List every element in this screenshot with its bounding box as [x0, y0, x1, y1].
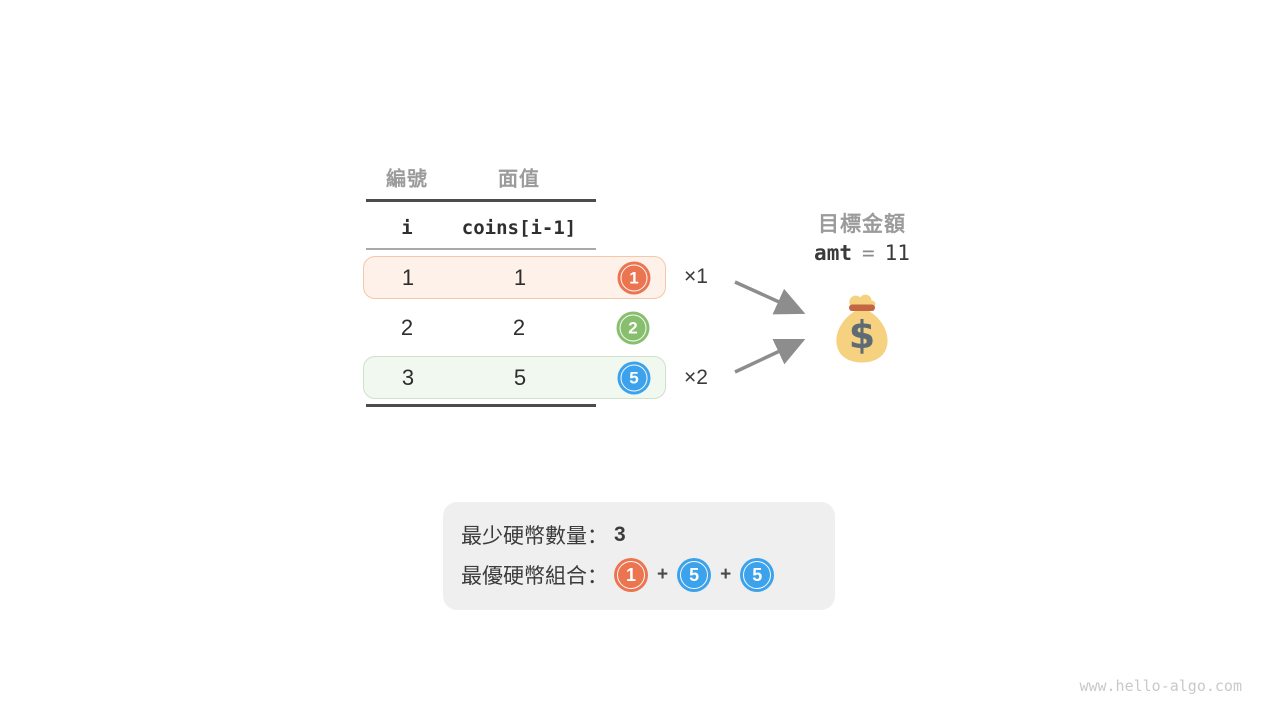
min-coin-count-label: 最少硬幣數量： — [461, 525, 608, 548]
header-coins-label: coins[i-1] — [461, 216, 577, 239]
arrow-icon — [734, 280, 806, 374]
combo-coin-1-icon: 1 — [614, 558, 648, 592]
plus-sign: + — [657, 564, 669, 585]
coin-5-icon: 5 — [617, 361, 651, 394]
header-value-label: 面值 — [498, 168, 540, 190]
table-mid-rule — [366, 248, 596, 250]
table-header-chinese: 編號 面值 — [363, 155, 666, 198]
row1-value: 1 — [513, 264, 527, 290]
header-number-label: 編號 — [386, 168, 428, 190]
table-bottom-rule — [366, 404, 596, 407]
best-combo-label: 最優硬幣組合： — [461, 565, 608, 588]
row3-value: 5 — [513, 364, 527, 390]
row3-index: 3 — [401, 364, 415, 390]
target-amount-label: 目標金額 — [818, 213, 906, 236]
min-coin-count-value: 3 — [614, 523, 626, 546]
combo-coin-5b-icon: 5 — [740, 558, 775, 592]
svg-text:$: $ — [849, 313, 875, 357]
row2-value: 2 — [512, 314, 526, 340]
site-watermark: www.hello-algo.com — [1079, 677, 1242, 695]
plus-sign: + — [720, 564, 732, 585]
min-coin-count-line: 最少硬幣數量： 3 — [461, 515, 835, 555]
table-row-coin1: 1 1 1 — [363, 256, 666, 299]
equals-sign: = — [861, 241, 875, 265]
row2-index: 2 — [400, 314, 414, 340]
table-row-coin5: 3 5 5 — [363, 356, 666, 399]
amt-variable: amt — [814, 241, 852, 265]
coin-1-icon: 1 — [617, 261, 651, 294]
target-amount-equation: amt = 11 — [776, 241, 948, 265]
combo-coin-5a-icon: 5 — [677, 558, 712, 592]
result-summary-box: 最少硬幣數量： 3 最優硬幣組合： 1 + 5 + 5 — [443, 502, 835, 610]
header-i-label: i — [401, 216, 413, 239]
multiplier-x2: ×2 — [684, 366, 708, 389]
table-row-coin2: 2 2 2 — [363, 306, 666, 349]
coin-2-icon: 2 — [616, 311, 650, 344]
row1-index: 1 — [401, 264, 415, 290]
multiplier-x1: ×1 — [684, 265, 708, 288]
money-bag-icon: $ — [836, 294, 888, 363]
best-combo-line: 最優硬幣組合： 1 + 5 + 5 — [461, 555, 835, 595]
amt-value: 11 — [884, 241, 910, 265]
table-header-code: i coins[i-1] — [363, 206, 666, 249]
table-top-rule — [366, 199, 596, 202]
